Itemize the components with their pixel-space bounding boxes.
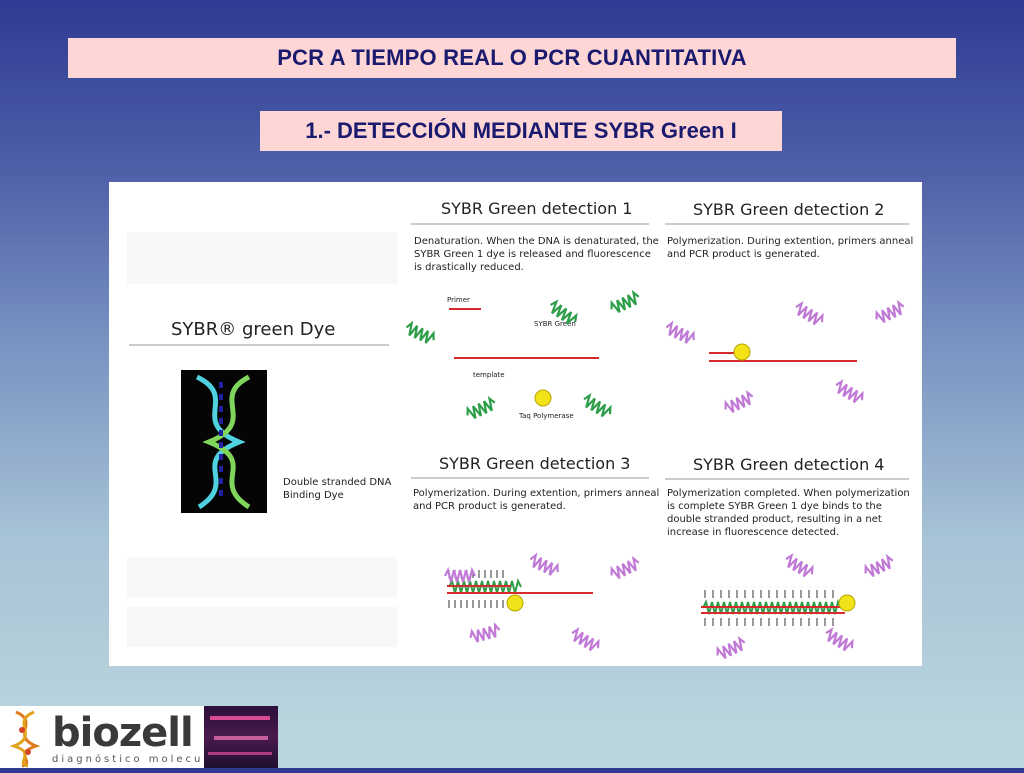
dna-logo-icon xyxy=(9,710,41,768)
panel-4-polymerase-icon xyxy=(838,594,856,612)
dye-caption-1: Double stranded DNA xyxy=(283,477,392,488)
figure-svg: SYBR® green Dye Double stranded DNA Bind… xyxy=(127,199,913,662)
panel-3-title: SYBR Green detection 3 xyxy=(439,454,630,473)
panel-2-dyes xyxy=(662,300,908,416)
sybr-label: SYBR Green xyxy=(534,320,576,328)
dye-panel: SYBR® green Dye Double stranded DNA Bind… xyxy=(127,232,397,647)
panel-2-line-2: and PCR product is generated. xyxy=(667,249,820,260)
panel-detection-4: SYBR Green detection 4 Polymerization co… xyxy=(665,455,910,662)
panel-1-title: SYBR Green detection 1 xyxy=(441,199,632,218)
biozell-logo: biozell diagnóstico molecular xyxy=(0,706,278,768)
sybr-figure: SYBR® green Dye Double stranded DNA Bind… xyxy=(109,182,922,666)
panel-2-line-1: Polymerization. During extention, primer… xyxy=(667,236,913,247)
panel-1-line-3: is drastically reduced. xyxy=(414,262,524,273)
panel-detection-2: SYBR Green detection 2 Polymerization. D… xyxy=(662,200,913,416)
dye-caption-2: Binding Dye xyxy=(283,490,344,501)
panel-3-polymerase-icon xyxy=(506,594,524,612)
slide-subtitle: 1.- DETECCIÓN MEDIANTE SYBR Green I xyxy=(260,111,782,151)
panel-detection-1: SYBR Green detection 1 Denaturation. Whe… xyxy=(402,199,659,422)
taq-polymerase-icon xyxy=(534,389,552,407)
dye-panel-title: SYBR® green Dye xyxy=(171,319,335,340)
panel-2-polymerase-icon xyxy=(733,343,751,361)
dye-panel-bg xyxy=(127,232,397,284)
panel-3-line-1: Polymerization. During extention, primer… xyxy=(413,488,659,499)
template-label: template xyxy=(473,371,505,379)
dna-helix-image xyxy=(181,370,267,513)
panel-2-title: SYBR Green detection 2 xyxy=(693,200,884,219)
gel-photo xyxy=(204,706,278,768)
panel-4-line-2: is complete SYBR Green 1 dye binds to th… xyxy=(667,501,882,512)
gel-bands-icon xyxy=(208,716,272,755)
panel-4-line-4: increase in fluorescence detected. xyxy=(667,527,839,538)
primer-label: Primer xyxy=(447,296,470,304)
slide-title: PCR A TIEMPO REAL O PCR CUANTITATIVA xyxy=(68,38,956,78)
panel-1-line-1: Denaturation. When the DNA is denaturate… xyxy=(414,236,659,247)
dna-helix-icon xyxy=(195,374,251,510)
panel-4-title: SYBR Green detection 4 xyxy=(693,455,884,474)
sybr-free-dyes xyxy=(402,290,643,422)
logo-tagline: diagnóstico molecular xyxy=(52,754,226,765)
panel-4-line-3: double stranded product, resulting in a … xyxy=(667,514,882,525)
logo-name: biozell xyxy=(52,710,194,756)
panel-3-line-2: and PCR product is generated. xyxy=(413,501,566,512)
dye-panel-bg-3 xyxy=(127,607,397,647)
panel-4-line-1: Polymerization completed. When polymeriz… xyxy=(667,488,910,499)
dye-panel-bg-2 xyxy=(127,557,397,597)
panel-detection-3: SYBR Green detection 3 Polymerization. D… xyxy=(411,454,659,655)
panel-4-bound-dyes xyxy=(702,590,842,626)
taq-label: Taq Polymerase xyxy=(518,412,574,420)
panel-3-dyes xyxy=(443,552,643,655)
panel-1-line-2: SYBR Green 1 dye is released and fluores… xyxy=(414,249,651,260)
